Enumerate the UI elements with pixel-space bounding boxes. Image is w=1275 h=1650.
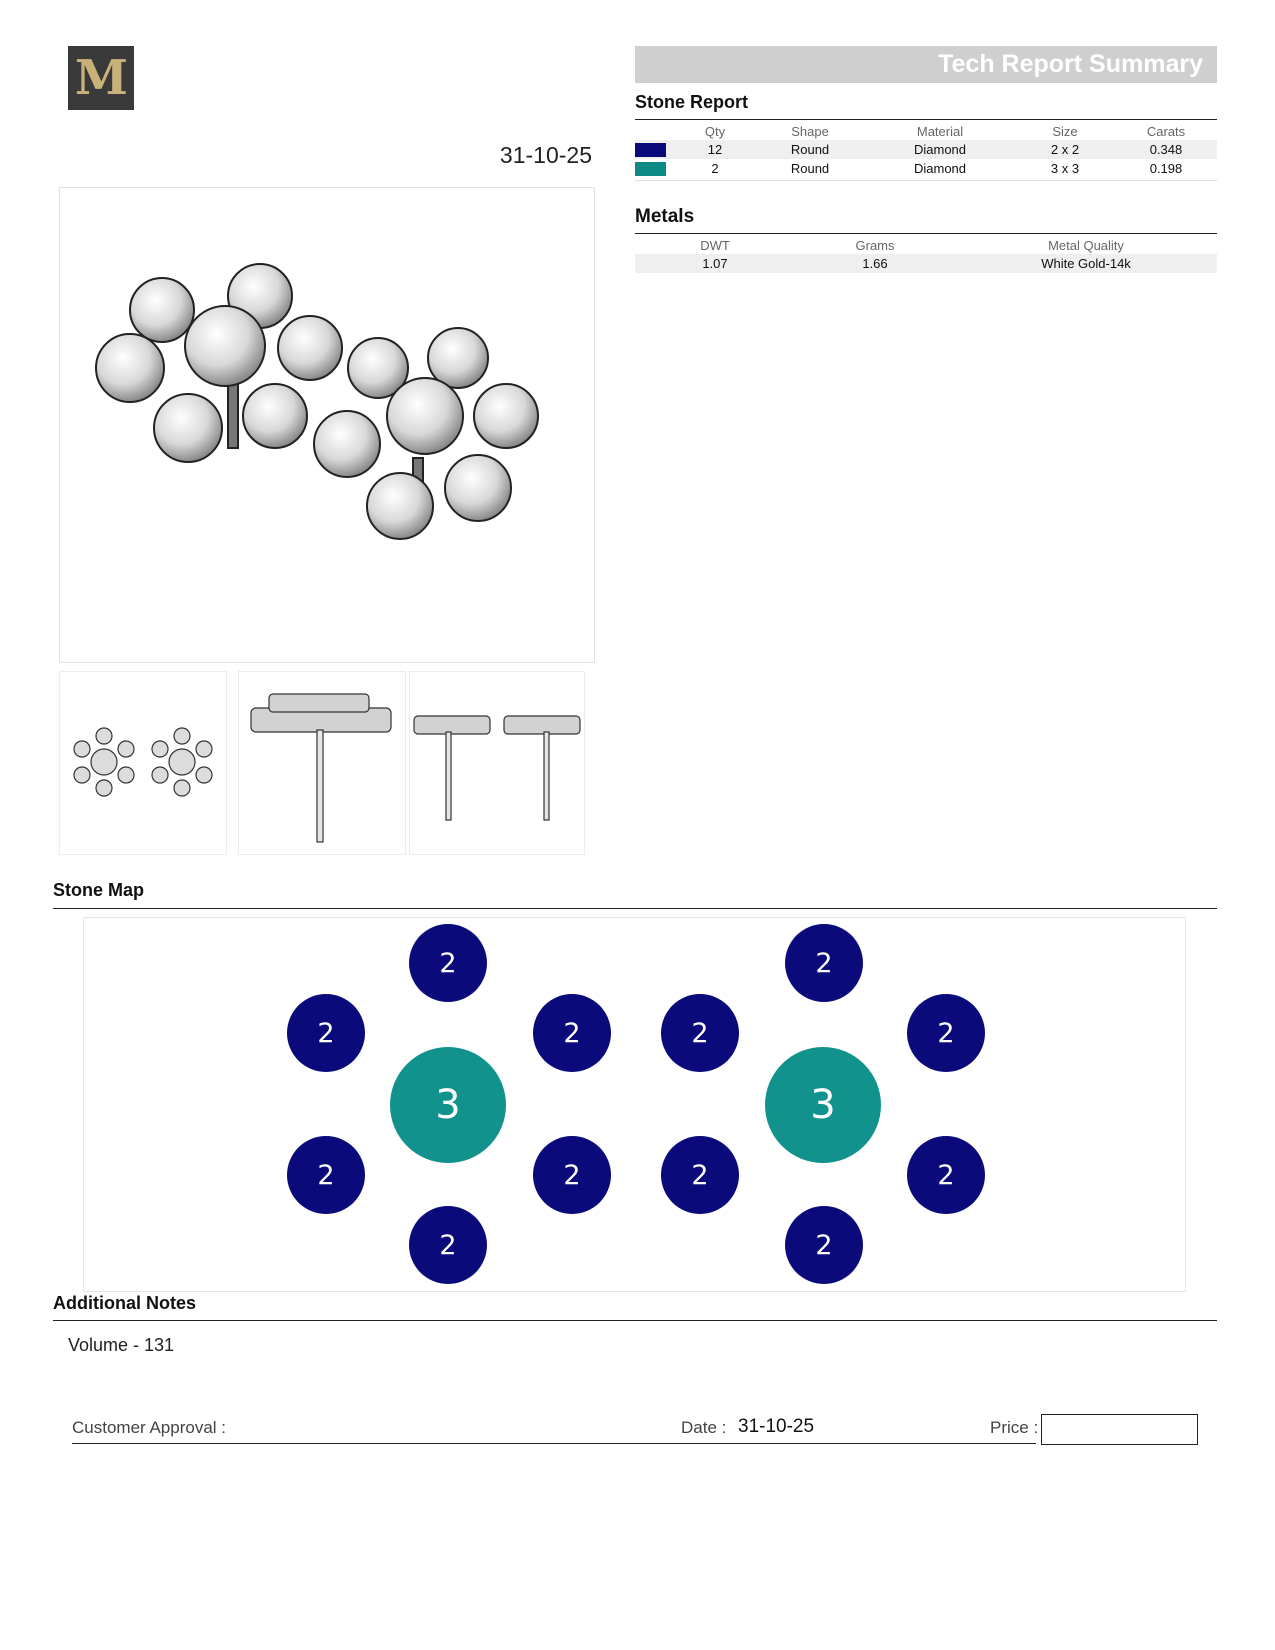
stone-map-title: Stone Map [53,880,145,900]
col-shape: Shape [791,123,829,139]
stone-marker-small: 2 [907,1136,985,1214]
metals-table: DWT Grams Metal Quality 1.07 1.66 White … [635,236,1217,273]
col-qty: Qty [704,123,726,139]
metals-rule [635,233,1217,234]
stone-report-rule [635,119,1217,120]
notes-text: Volume - 131 [68,1335,175,1355]
col-carats: Carats [1146,123,1186,139]
company-logo: M [68,46,134,110]
qty-cell: 12 [675,140,755,159]
qty-cell: 2 [711,161,719,176]
carats-cell: 0.348 [1115,140,1217,159]
document-date: 31-10-25 [499,142,592,168]
stone-marker-small: 2 [409,1206,487,1284]
col-size: Size [1052,123,1078,139]
carats-cell: 0.198 [1149,161,1183,176]
stone-map: 2 2 2 3 2 2 2 2 2 2 3 2 2 2 [83,917,1186,1292]
table-row: 12 Round Diamond 2 x 2 0.348 [635,140,1217,159]
col-color [635,122,675,140]
color-swatch [635,162,666,177]
stone-marker-small: 2 [409,924,487,1002]
stone-marker-small: 2 [533,1136,611,1214]
stone-report-table: Qty Shape Material Size Carats 12 Round … [635,122,1217,178]
stone-marker-small: 2 [785,924,863,1002]
customer-approval-label: Customer Approval : [72,1418,227,1437]
stone-marker-large: 3 [765,1047,881,1163]
stone-marker-small: 2 [785,1206,863,1284]
thumbnail-top-view[interactable] [59,671,227,855]
thumbnail-front-view[interactable] [409,671,585,855]
approval-date-value: 31-10-25 [738,1416,815,1437]
stone-report-header-row: Qty Shape Material Size Carats [635,122,1217,140]
stone-report-bottom-rule [635,180,1217,181]
approval-date-label: Date : [681,1418,727,1437]
main-render-image [59,187,595,663]
stone-marker-small: 2 [661,994,739,1072]
report-title: Tech Report Summary [938,50,1203,78]
color-swatch [635,143,666,158]
table-row: 2 Round Diamond 3 x 3 0.198 [635,159,1217,178]
stone-marker-large: 3 [390,1047,506,1163]
size-cell: 3 x 3 [1050,161,1080,176]
grams-cell: 1.66 [795,254,955,273]
additional-notes-title: Additional Notes [53,1293,196,1313]
row-color-cell [635,159,675,178]
logo-letter: M [74,50,128,106]
metal-quality-cell: White Gold-14k [955,254,1217,273]
size-cell: 2 x 2 [1015,140,1115,159]
report-header-bar: Tech Report Summary [635,46,1217,83]
col-metal-quality: Metal Quality [1048,237,1124,253]
approval-signature-line [72,1443,1036,1444]
thumbnail-side-view[interactable] [238,671,406,855]
dwt-cell: 1.07 [635,254,795,273]
stone-marker-small: 2 [661,1136,739,1214]
table-row: 1.07 1.66 White Gold-14k [635,254,1217,273]
shape-cell: Round [755,140,865,159]
price-field[interactable] [1041,1414,1198,1445]
material-cell: Diamond [913,161,967,176]
stone-map-rule [53,908,1217,909]
stone-marker-small: 2 [287,1136,365,1214]
metals-header-row: DWT Grams Metal Quality [635,236,1217,254]
row-color-cell [635,140,675,159]
stone-report-title: Stone Report [635,92,749,112]
col-material: Material [916,123,964,139]
shape-cell: Round [790,161,830,176]
additional-notes-rule [53,1320,1217,1321]
col-grams: Grams [855,237,895,253]
metals-title: Metals [635,206,695,227]
material-cell: Diamond [865,140,1015,159]
stone-marker-small: 2 [907,994,985,1072]
stone-marker-small: 2 [287,994,365,1072]
price-label: Price : [990,1418,1039,1437]
col-dwt: DWT [700,237,730,253]
stone-marker-small: 2 [533,994,611,1072]
